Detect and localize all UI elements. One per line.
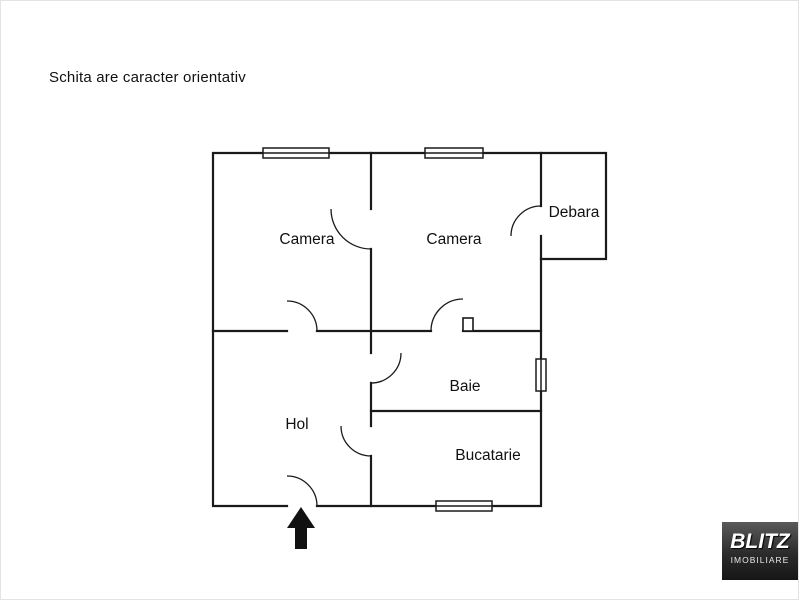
door-arc-camera-camera bbox=[330, 208, 372, 250]
interior-horizontal-walls bbox=[211, 329, 543, 413]
outer-walls bbox=[211, 151, 543, 508]
door-arc-bucatarie bbox=[340, 425, 372, 457]
door-arc-debara bbox=[510, 205, 542, 237]
door-arcs bbox=[286, 205, 542, 507]
logo-tagline-text: IMOBILIARE bbox=[730, 555, 790, 565]
logo-brand-text: BLITZ bbox=[730, 530, 790, 553]
door-arc-camera-baie bbox=[430, 298, 464, 332]
room-label-camera-2: Camera bbox=[426, 231, 482, 248]
window-symbol bbox=[435, 500, 493, 512]
door-arc-baie bbox=[370, 352, 402, 384]
door-arc-entrance bbox=[286, 475, 318, 507]
room-label-camera-1: Camera bbox=[279, 231, 335, 248]
door-arc-camera-hol bbox=[286, 300, 318, 332]
walls bbox=[211, 151, 608, 508]
window-symbol bbox=[424, 147, 484, 159]
window-symbol bbox=[535, 358, 547, 392]
window-symbol bbox=[262, 147, 330, 159]
debara-walls bbox=[539, 151, 608, 261]
windows bbox=[262, 147, 547, 512]
room-label-baie: Baie bbox=[449, 378, 480, 395]
wall-stub bbox=[462, 317, 474, 332]
disclaimer-text: Schita are caracter orientativ bbox=[49, 69, 246, 86]
room-label-bucatarie: Bucatarie bbox=[455, 447, 520, 464]
entrance-arrow-icon bbox=[287, 507, 315, 549]
room-label-hol: Hol bbox=[285, 416, 308, 433]
room-label-debara: Debara bbox=[549, 204, 600, 221]
agency-logo: BLITZ IMOBILIARE bbox=[722, 522, 798, 580]
